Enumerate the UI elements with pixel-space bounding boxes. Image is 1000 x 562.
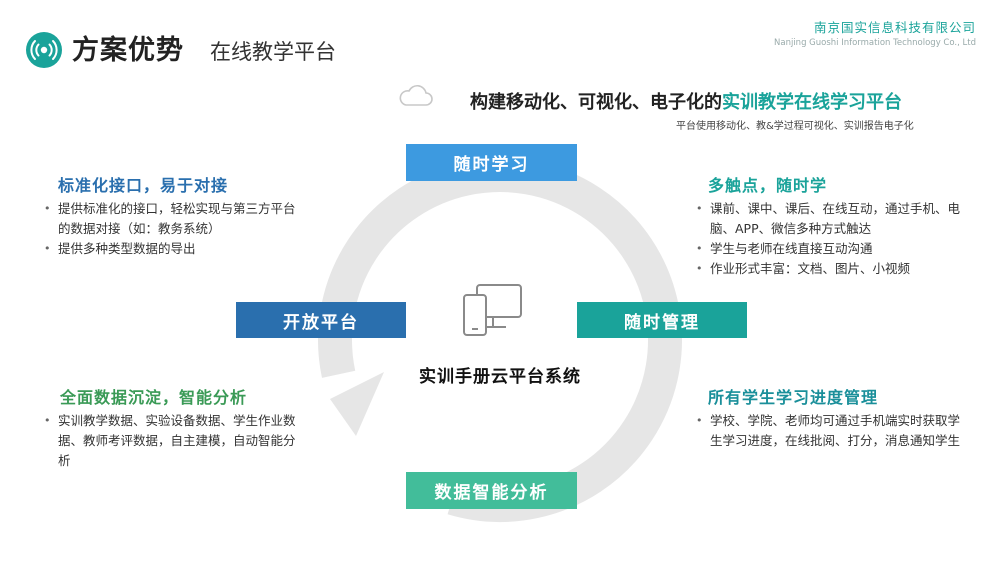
tagline-sub: 平台使用移动化、教&学过程可视化、实训报告电子化 [676, 121, 914, 132]
page-subtitle: 在线教学平台 [210, 40, 336, 64]
tagline: 构建移动化、可视化、电子化的实训教学在线学习平台 [470, 88, 902, 114]
panel-heading-touchpoints: 多触点，随时学 [708, 176, 828, 195]
list-item: 提供多种类型数据的导出 [42, 239, 302, 259]
company-name-cn: 南京国实信息科技有限公司 [813, 20, 976, 35]
list-item: 学生与老师在线直接互动沟通 [694, 239, 964, 259]
list-item: 提供标准化的接口，轻松实现与第三方平台的数据对接（如：教务系统） [42, 199, 302, 239]
panel-heading-interface: 标准化接口，易于对接 [58, 176, 229, 195]
company-name-en: Nanjing Guoshi Information Technology Co… [774, 38, 976, 48]
center-system-label: 实训手册云平台系统 [419, 367, 581, 387]
cycle-box-anytime-management: 随时管理 [577, 302, 747, 338]
list-item: 学校、学院、老师均可通过手机端实时获取学生学习进度，在线批阅、打分，消息通知学生 [694, 411, 964, 451]
list-item: 实训教学数据、实验设备数据、学生作业数据、教师考评数据，自主建模，自动智能分析 [42, 411, 302, 471]
signal-logo-icon [26, 32, 62, 68]
panel-list-interface: 提供标准化的接口，轻松实现与第三方平台的数据对接（如：教务系统） 提供多种类型数… [42, 199, 302, 259]
list-item: 作业形式丰富：文档、图片、小视频 [694, 259, 964, 279]
cloud-icon [399, 85, 433, 106]
page-title: 方案优势 [72, 35, 184, 66]
devices-icon [463, 284, 522, 336]
panel-list-progress: 学校、学院、老师均可通过手机端实时获取学生学习进度，在线批阅、打分，消息通知学生 [694, 411, 964, 451]
panel-heading-progress: 所有学生学习进度管理 [708, 388, 879, 407]
cycle-box-data-analysis: 数据智能分析 [406, 472, 577, 509]
panel-list-touchpoints: 课前、课中、课后、在线互动，通过手机、电脑、APP、微信多种方式触达 学生与老师… [694, 199, 964, 279]
panel-heading-data-analysis: 全面数据沉淀，智能分析 [60, 388, 248, 407]
list-item: 课前、课中、课后、在线互动，通过手机、电脑、APP、微信多种方式触达 [694, 199, 964, 239]
tagline-highlight: 实训教学在线学习平台 [722, 92, 902, 113]
panel-list-data-analysis: 实训教学数据、实验设备数据、学生作业数据、教师考评数据，自主建模，自动智能分析 [42, 411, 302, 471]
tagline-prefix: 构建移动化、可视化、电子化的 [470, 92, 722, 113]
cycle-box-anytime-learning: 随时学习 [406, 144, 577, 181]
cycle-box-open-platform: 开放平台 [236, 302, 406, 338]
